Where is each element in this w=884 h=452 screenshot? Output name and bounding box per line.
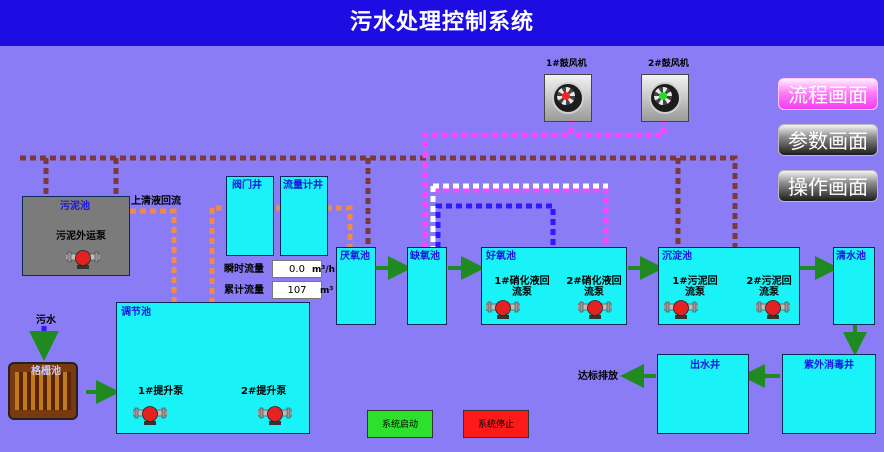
regulating-label: 调节池 [121,307,151,318]
sludge-pipe-main [20,155,738,300]
anaerobic-label: 厌氧池 [340,251,370,262]
supernatant-label: 上清液回流 [131,196,181,207]
lift-pump2-label: 2#提升泵 [241,386,287,397]
system-start-button[interactable]: 系统启动 [367,410,433,438]
nitrate-pump-1-icon[interactable] [486,296,520,320]
supernatant-pipe [120,208,177,302]
outlet-well [657,354,749,434]
sludge-pump-icon[interactable] [66,246,100,270]
nav-flow-button[interactable]: 流程画面 [778,78,878,110]
fan1-label: 1#鼓风机 [546,59,587,69]
total-flow-unit: m³ [320,286,334,296]
system-stop-button[interactable]: 系统停止 [463,410,529,438]
uv-well-label: 紫外消毒井 [804,360,854,371]
anaerobic-tank [336,247,376,325]
nav-params-button[interactable]: 参数画面 [778,124,878,156]
grille-tank [8,362,78,420]
sludge-tank-label: 污泥池 [60,201,90,212]
sludge-tank [22,196,130,276]
blower-2-status-icon [659,92,667,100]
grille-label: 格栅池 [31,366,61,377]
air-pipe-1 [422,108,574,248]
sludge-return1-label: 1#污泥回流泵 [672,276,718,298]
outlet-well-label: 出水井 [690,360,720,371]
flowmeter-well [280,176,328,256]
nitrate-pump-2-icon[interactable] [578,296,612,320]
sludge-return-pump-1-icon[interactable] [664,296,698,320]
nitrate-pump1-label: 1#硝化液回流泵 [494,276,550,298]
clear-water-tank [833,247,875,325]
nav-ops-button[interactable]: 操作画面 [778,170,878,202]
valve-well [226,176,274,256]
fan2-label: 2#鼓风机 [648,59,689,69]
title-bar: 污水处理控制系统 [0,0,884,46]
total-flow-value: 107 [272,281,322,299]
lift-pump-1-icon[interactable] [133,402,167,426]
aerobic-label: 好氧池 [486,251,516,262]
sedimentation-label: 沉淀池 [662,251,692,262]
page-title: 污水处理控制系统 [349,10,534,35]
blower-1[interactable] [544,74,592,122]
clear-water-label: 清水池 [836,251,866,262]
nitrate-pump2-label: 2#硝化液回流泵 [566,276,622,298]
total-flow-label: 累计流量 [224,285,264,296]
sludge-return-pump-2-icon[interactable] [756,296,790,320]
sludge-pump-label: 污泥外运泵 [56,231,106,242]
instant-flow-label: 瞬时流量 [224,264,264,275]
instant-flow-unit: m³/h [312,265,336,275]
anoxic-label: 缺氧池 [410,251,440,262]
flowmeter-well-label: 流量计井 [283,180,323,191]
lift-pump-2-icon[interactable] [258,402,292,426]
air-pipe-aerobic [433,187,609,248]
discharge-label: 达标排放 [578,371,618,382]
valve-well-label: 阀门井 [232,180,262,191]
anoxic-tank [407,247,447,325]
sewage-label: 污水 [36,315,56,326]
lift-pump1-label: 1#提升泵 [138,386,184,397]
blower-2[interactable] [641,74,689,122]
instant-flow-value: 0.0 [272,260,322,278]
blower-1-status-icon [562,92,570,100]
sludge-return2-label: 2#污泥回流泵 [746,276,792,298]
uv-well [782,354,876,434]
